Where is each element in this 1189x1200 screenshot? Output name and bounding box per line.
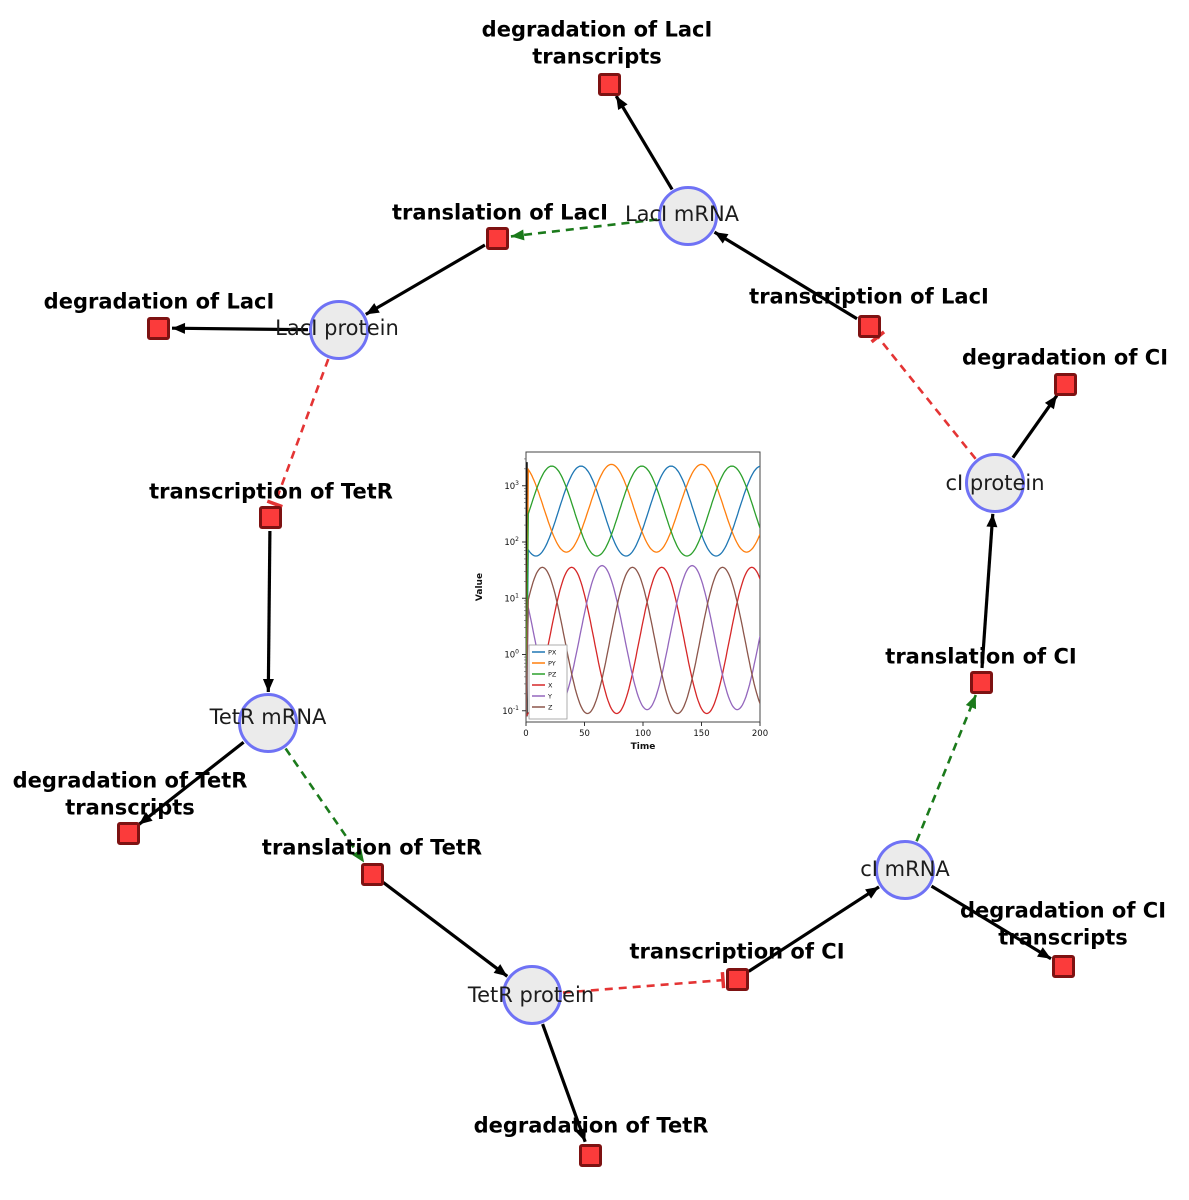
edge-laci-protein-deg-laci [171,322,309,334]
svg-text:10-1: 10-1 [502,705,519,717]
svg-text:0: 0 [523,729,528,739]
svg-text:103: 103 [504,480,519,492]
edge-transcription-ci-ci-mrna [747,885,880,973]
legend-label-PY: PY [548,660,556,668]
edge-laci-mrna-translation-laci [510,218,658,241]
svg-text:102: 102 [504,536,519,548]
reaction-node-translation-laci[interactable] [485,226,509,250]
reaction-node-translation-ci[interactable] [969,670,993,694]
legend-label-Y: Y [547,693,552,701]
reaction-node-transcription-laci[interactable] [857,314,881,338]
legend-label-PX: PX [548,649,557,657]
series-lines [526,463,760,717]
series-PX [526,465,760,717]
svg-text:50: 50 [579,729,590,739]
species-node-laci-mrna[interactable] [658,186,718,246]
series-PY [526,463,760,717]
y-axis-label: Value [475,573,485,601]
edge-transcription-tetr-tetr-mrna [262,530,274,693]
reaction-node-deg-ci[interactable] [1053,372,1077,396]
edge-ci-mrna-translation-ci [915,694,978,842]
edge-ci-mrna-deg-ci-transcripts [930,884,1052,961]
reaction-node-transcription-ci[interactable] [725,967,749,991]
legend-label-X: X [548,682,553,690]
species-node-tetr-mrna[interactable] [238,693,298,753]
edge-laci-mrna-deg-laci-transcripts [614,95,674,191]
edge-tetr-mrna-translation-tetr [284,747,366,864]
legend-label-Z: Z [548,704,553,712]
edge-ci-protein-deg-ci [1011,394,1059,459]
svg-text:200: 200 [752,729,768,739]
species-node-ci-protein[interactable] [965,453,1025,513]
edge-translation-ci-ci-protein [980,513,998,669]
species-node-ci-mrna[interactable] [875,840,935,900]
reaction-node-deg-laci[interactable] [146,316,170,340]
reaction-node-translation-tetr[interactable] [360,862,384,886]
reaction-node-deg-tetr[interactable] [578,1143,602,1167]
edge-translation-laci-laci-protein [364,243,486,316]
reaction-node-deg-laci-transcripts[interactable] [597,72,621,96]
edge-translation-tetr-tetr-protein [382,881,509,978]
edge-transcription-laci-laci-mrna [713,230,858,321]
svg-text:100: 100 [504,649,519,661]
svg-text:100: 100 [635,729,651,739]
series-Z [526,566,760,717]
x-axis-label: Time [631,742,656,752]
species-node-tetr-protein[interactable] [502,965,562,1025]
svg-text:101: 101 [504,592,519,604]
legend-label-PZ: PZ [548,671,557,679]
series-PZ [526,465,760,717]
edge-ci-protein-transcription-laci [870,330,977,460]
reaction-node-transcription-tetr[interactable] [258,505,282,529]
edge-tetr-protein-deg-tetr [541,1023,587,1143]
svg-text:150: 150 [693,729,709,739]
edge-tetr-mrna-deg-tetr-transcripts [138,740,245,826]
reaction-node-deg-ci-transcripts[interactable] [1051,954,1075,978]
species-node-laci-protein[interactable] [309,300,369,360]
reaction-node-deg-tetr-transcripts[interactable] [116,821,140,845]
edge-tetr-protein-transcription-ci [562,971,726,994]
series-X [526,566,760,717]
edge-laci-protein-transcription-tetr [266,358,330,509]
